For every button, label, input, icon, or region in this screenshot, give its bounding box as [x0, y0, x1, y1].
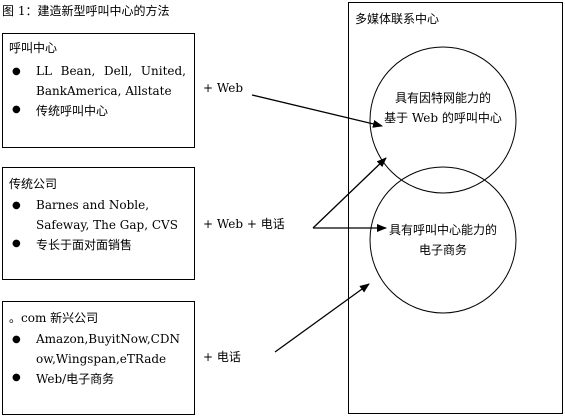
call-center-bullet2: 传统呼叫中心 — [36, 104, 109, 118]
arrow-web-phone-up — [312, 157, 387, 229]
bullet-icon: ● — [12, 200, 21, 211]
traditional-bullet1-line1: Barnes and Noble, — [36, 198, 150, 212]
arrow-web — [251, 94, 383, 128]
circle-bottom-line1: 具有呼叫中心能力的 — [388, 223, 497, 237]
figure-title: 图 1：建造新型呼叫中心的方法 — [2, 4, 170, 18]
multimedia-center-box — [348, 2, 563, 414]
traditional-bullet2: 专长于面对面销售 — [36, 238, 133, 252]
traditional-company-title: 传统公司 — [9, 177, 58, 191]
traditional-company-box: 传统公司 ● Barnes and Noble, Safeway, The Ga… — [2, 167, 195, 280]
connector-label-phone: + 电话 — [203, 350, 241, 364]
circle-top-label: 具有因特网能力的 基于 Web 的呼叫中心 — [378, 88, 508, 128]
call-center-bullet1-line1: LL Bean, Dell, United, — [36, 64, 186, 78]
bullet-icon: ● — [12, 66, 21, 77]
circle-web-call-center — [369, 46, 517, 194]
dotcom-company-box: 。com 新兴公司 ● Amazon,BuyitNow,CDN ow,Wings… — [2, 301, 195, 415]
bullet-icon: ● — [12, 104, 21, 115]
call-center-box: 呼叫中心 ● LL Bean, Dell, United, BankAmeric… — [2, 33, 195, 148]
connector-label-web: + Web — [203, 81, 244, 95]
dotcom-bullet2: Web/电子商务 — [36, 372, 115, 386]
dotcom-bullet1-line1: Amazon,BuyitNow,CDN — [36, 332, 180, 346]
dotcom-bullet1-line2: ow,Wingspan,eTRade — [36, 352, 167, 366]
bullet-icon: ● — [12, 334, 21, 345]
bullet-icon: ● — [12, 372, 21, 383]
circle-top-line1: 具有因特网能力的 — [394, 91, 491, 105]
circle-top-line2: 基于 Web 的呼叫中心 — [384, 111, 502, 125]
circle-ecommerce — [369, 166, 517, 314]
traditional-bullet1-line2: Safeway, The Gap, CVS — [36, 218, 178, 232]
circle-bottom-line2: 电子商务 — [418, 243, 467, 257]
circle-bottom-label: 具有呼叫中心能力的 电子商务 — [378, 220, 508, 260]
dotcom-company-title: 。com 新兴公司 — [9, 311, 99, 325]
call-center-bullet1-line2: BankAmerica, Allstate — [36, 84, 172, 98]
arrow-phone — [274, 283, 370, 353]
multimedia-center-title: 多媒体联系中心 — [355, 12, 440, 26]
call-center-title: 呼叫中心 — [9, 41, 58, 55]
bullet-icon: ● — [12, 238, 21, 249]
connector-label-web-phone: + Web + 电话 — [203, 217, 285, 231]
